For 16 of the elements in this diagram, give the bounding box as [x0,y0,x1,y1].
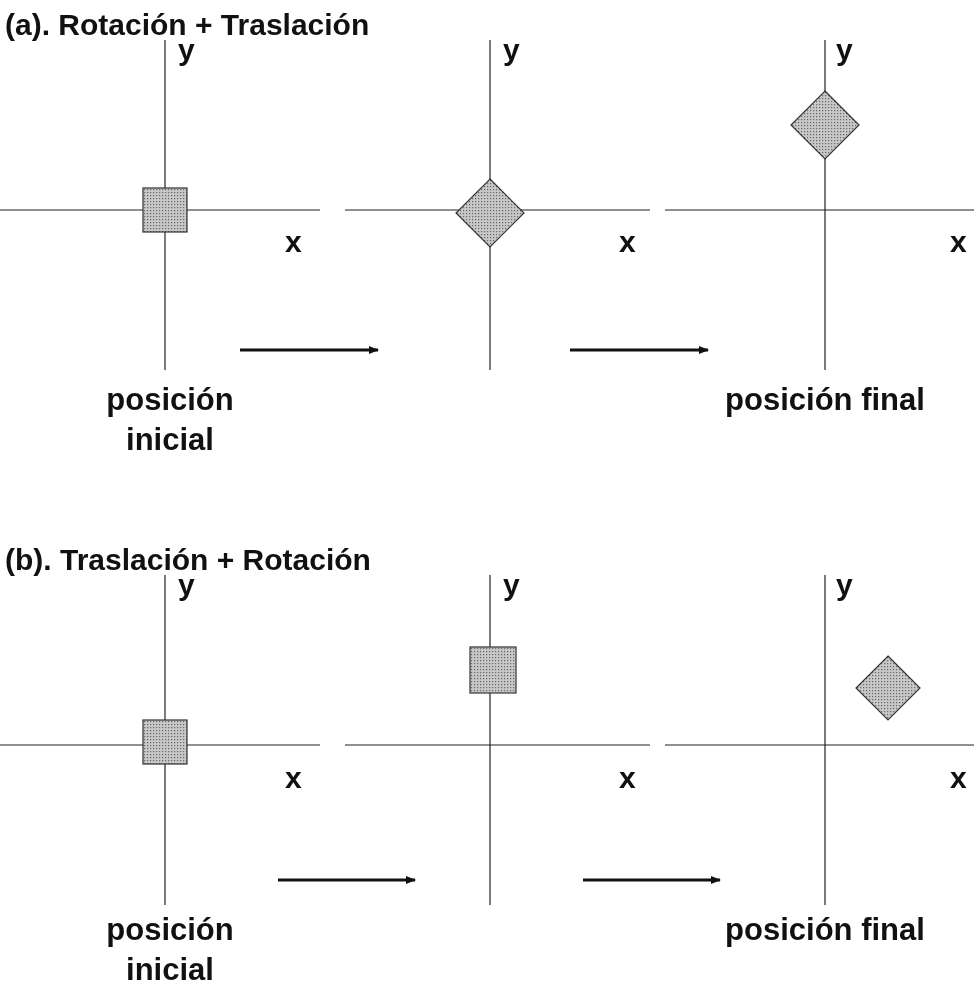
heading: (b). Traslación + Rotación [5,542,371,578]
position-caption: posición inicial [105,381,235,460]
heading: (a). Rotación + Traslación [5,7,370,43]
position-caption: posición inicial [105,911,235,990]
axis-label: x [950,224,967,260]
axis-label: y [503,32,520,68]
axis-label: x [619,760,636,796]
position-caption: posición final [725,381,925,419]
axis-label: x [285,760,302,796]
axis-label: x [285,224,302,260]
position-caption: posición final [725,911,925,949]
axis-label: y [836,567,853,603]
axis-label: x [619,224,636,260]
axis-label: y [836,32,853,68]
axis-label: x [950,760,967,796]
axis-label: y [503,567,520,603]
